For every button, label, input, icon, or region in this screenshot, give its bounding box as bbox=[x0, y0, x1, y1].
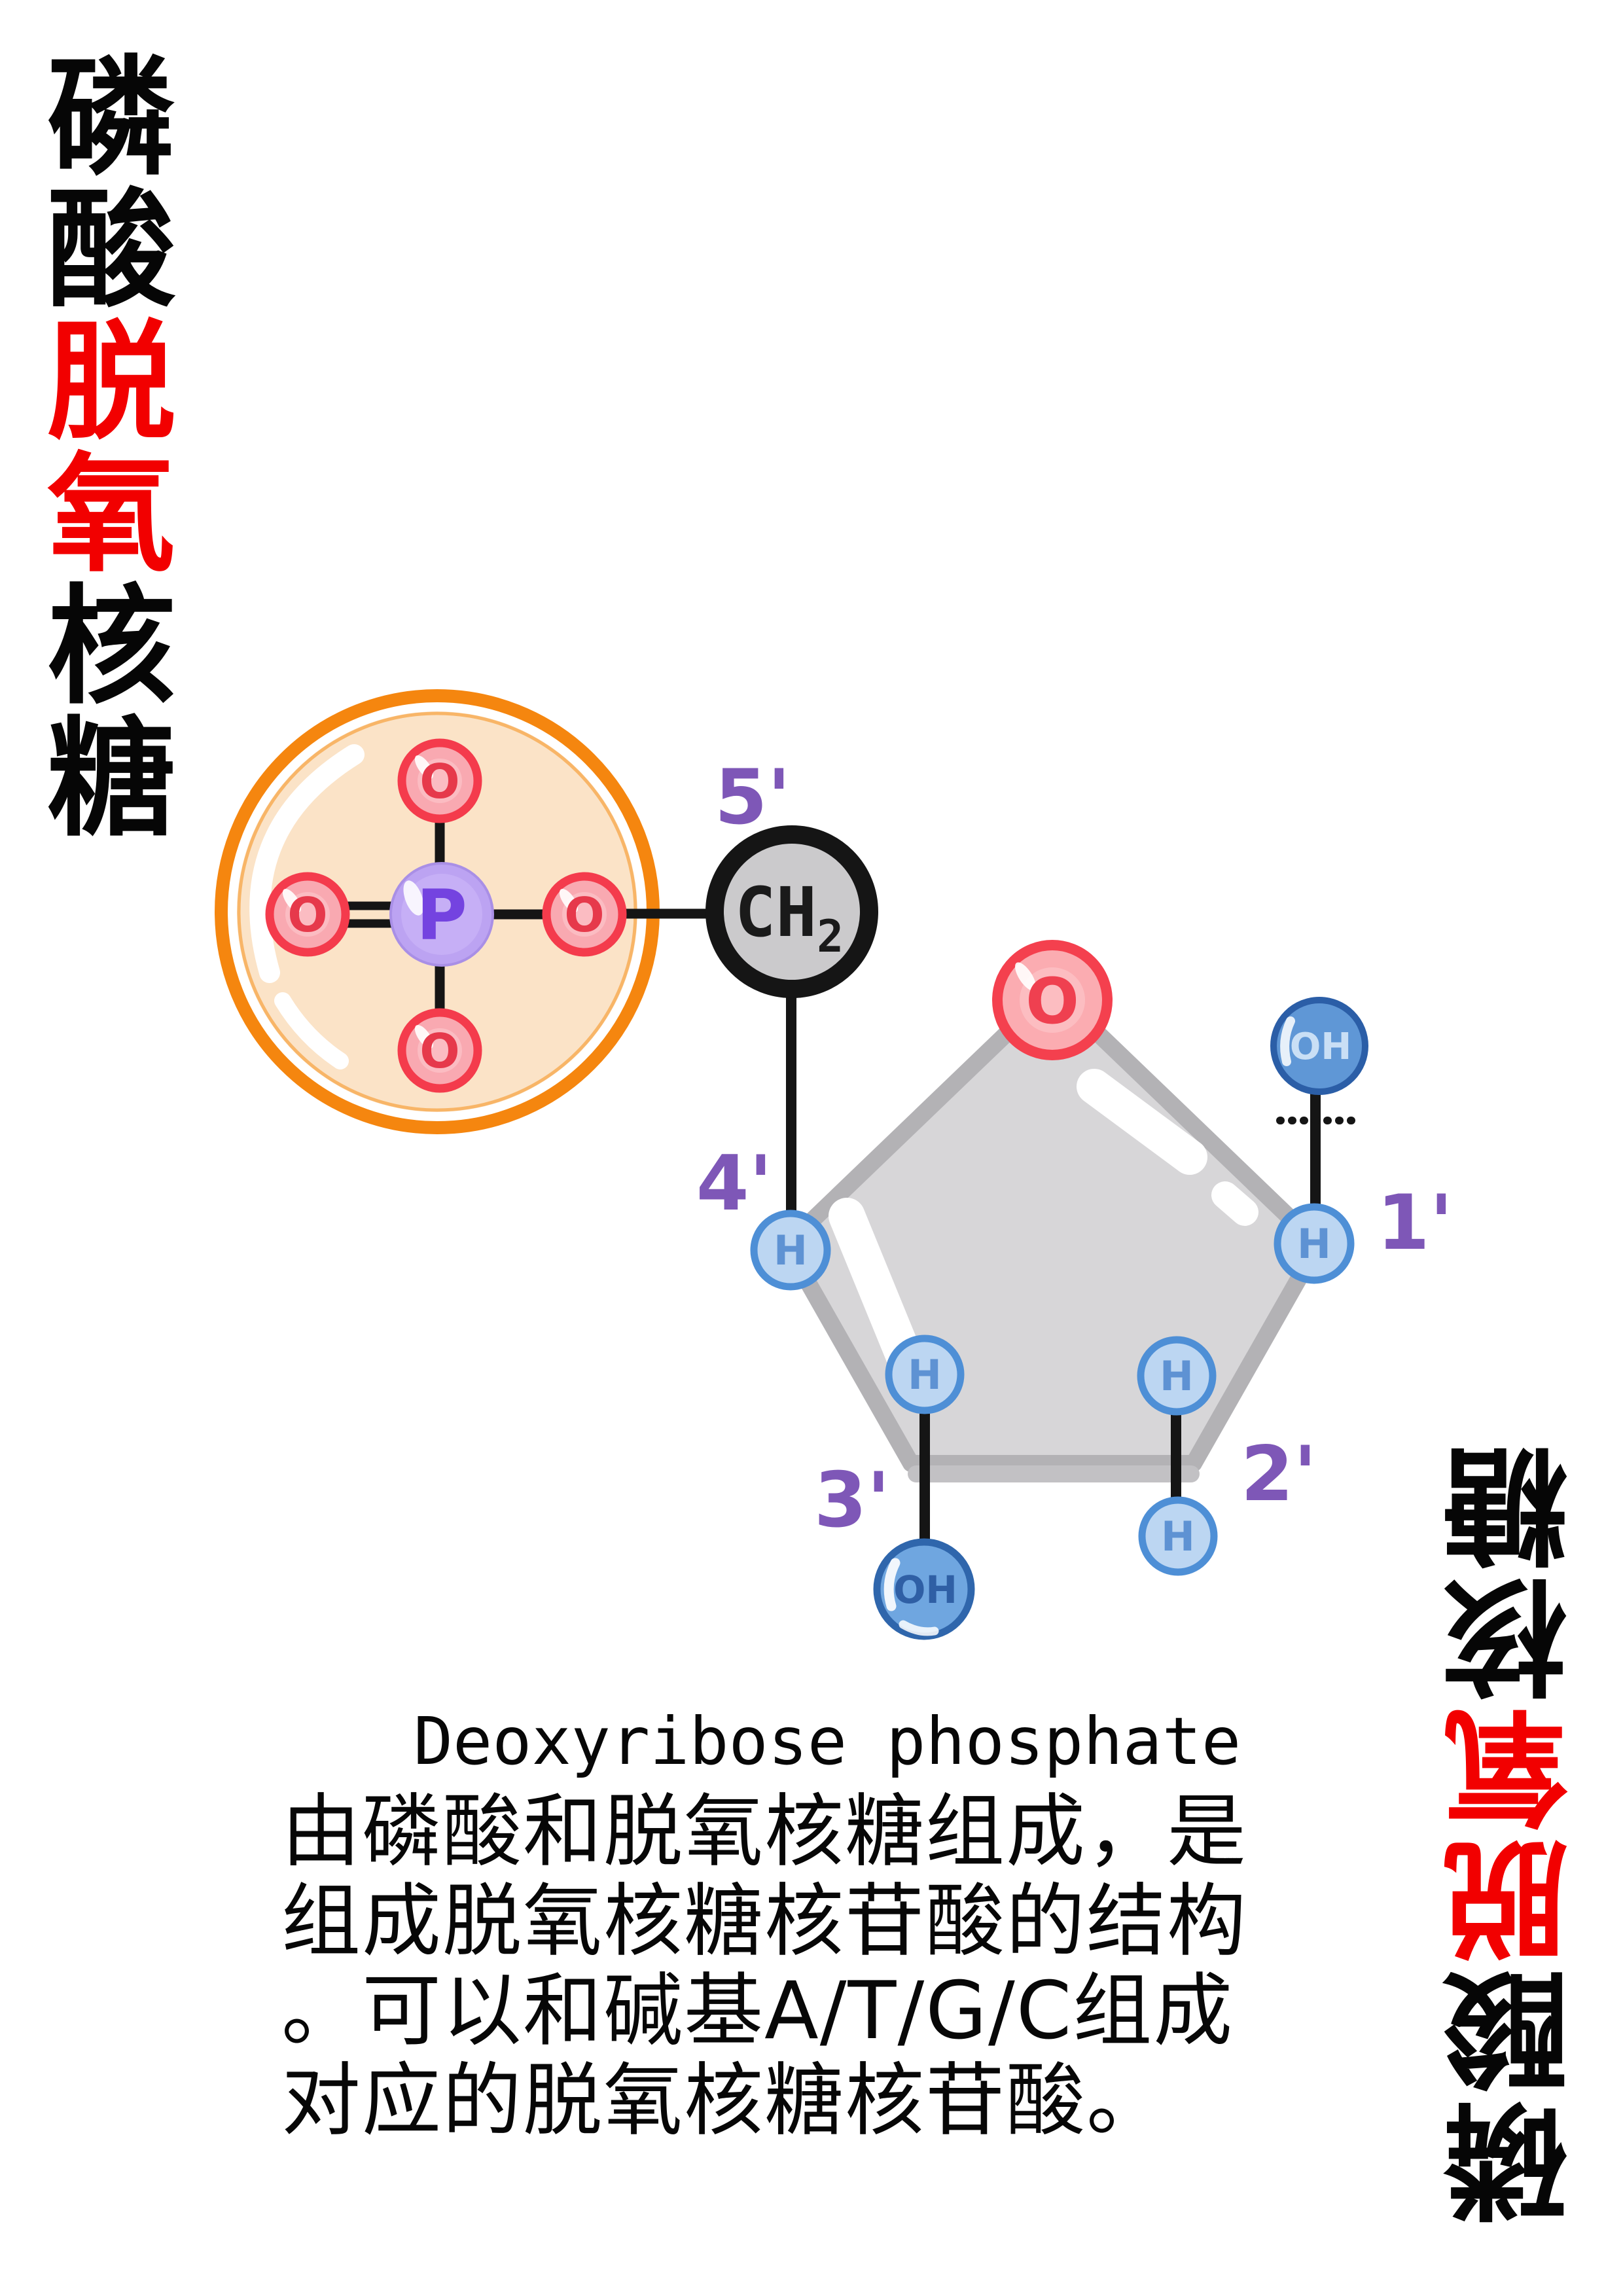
oxygen-highlight bbox=[559, 889, 579, 912]
hydroxyl-top-right: OH bbox=[1270, 997, 1368, 1095]
hydroxyl-circle bbox=[873, 1538, 975, 1640]
hydrogen-c4: H bbox=[750, 1210, 831, 1291]
vertical-title-left: 磷 酸 脱 氧 核 糖 bbox=[45, 52, 178, 846]
caption-line: 对应的脱氧核糖核苷酸。 bbox=[281, 2054, 1168, 2147]
hydrogen-label: H bbox=[908, 1351, 942, 1399]
caption-title: Deoxyribose phosphate bbox=[413, 1703, 1241, 1780]
caption-line: 组成脱氧核糖核苷酸的结构 bbox=[281, 1875, 1248, 1967]
hydrogen-c2: H bbox=[1137, 1336, 1217, 1416]
ring-oxygen-label: O bbox=[1026, 965, 1079, 1038]
phosphorus-inner bbox=[401, 874, 482, 955]
hydroxyl-highlight bbox=[883, 1558, 901, 1611]
hydrogen-label: H bbox=[774, 1227, 808, 1274]
bubble-highlight-long bbox=[249, 744, 365, 983]
oxygen-highlight bbox=[414, 755, 434, 779]
hydrogen-circle bbox=[885, 1335, 965, 1414]
carbon-3-label: 3' bbox=[814, 1456, 890, 1545]
hydroxyl-label: OH bbox=[1290, 1026, 1351, 1068]
caption-line: 。可以和碱基A/T/G/C组成 bbox=[281, 1965, 1234, 2057]
hydrogen-circle bbox=[1138, 1496, 1218, 1576]
hydrogen-label: H bbox=[1160, 1352, 1194, 1400]
hydrogen-c3: H bbox=[885, 1335, 965, 1414]
phosphorus-label: P bbox=[416, 875, 467, 956]
hydrogen-label: H bbox=[1161, 1513, 1195, 1560]
hydroxyl-highlight-2 bbox=[899, 1620, 939, 1636]
carbon-2-label: 2' bbox=[1241, 1430, 1317, 1518]
methylene-text: CH bbox=[735, 872, 817, 952]
methylene-label: CH2 bbox=[735, 872, 844, 963]
hydroxyl-circle bbox=[1270, 997, 1368, 1095]
phosphate-oxygen-left: O bbox=[265, 872, 350, 957]
vertical-char: 氧 bbox=[46, 440, 175, 590]
vertical-char: 糖 bbox=[46, 705, 175, 854]
vertical-char: 核 bbox=[46, 573, 175, 722]
caption-block: Deoxyribose phosphate 由磷酸和脱氧核糖组成，是 组成脱氧核… bbox=[281, 1703, 1373, 2147]
carbon-4-label: 4' bbox=[696, 1139, 772, 1228]
oxygen-label: O bbox=[419, 1024, 459, 1079]
bubble-highlight-short bbox=[274, 992, 349, 1069]
hydrogen-label: H bbox=[1297, 1220, 1331, 1268]
methylene-group: CH2 bbox=[705, 825, 878, 998]
bonds bbox=[346, 819, 1366, 1545]
hydrogen-circle bbox=[1274, 1203, 1355, 1284]
ring-oxygen-atom: O bbox=[992, 940, 1113, 1060]
oxygen-label: O bbox=[564, 888, 604, 942]
carbon-position-labels: 5' 4' 1' 2' 3' bbox=[696, 753, 1453, 1545]
hydrogen-c1: H bbox=[1274, 1203, 1355, 1284]
hydrogen-circle bbox=[1137, 1336, 1217, 1416]
oxygen-label: O bbox=[287, 888, 327, 942]
ring-oxygen-highlight bbox=[1015, 962, 1036, 991]
sugar-ring-pentagon bbox=[778, 981, 1327, 1482]
phosphorus-highlight bbox=[403, 880, 424, 916]
phosphate-oxygen-top: O bbox=[397, 738, 482, 823]
vertical-char: 脱 bbox=[46, 308, 175, 457]
carbon-5-label: 5' bbox=[715, 753, 791, 842]
oxygen-label: O bbox=[419, 754, 459, 809]
pentagon-highlight-topright bbox=[1077, 1069, 1207, 1175]
caption-line: 由磷酸和脱氧核糖组成，是 bbox=[281, 1785, 1248, 1878]
pentagon-highlight-blob bbox=[1211, 1181, 1258, 1226]
oxygen-highlight bbox=[282, 889, 302, 912]
hydroxyl-label: OH bbox=[893, 1568, 957, 1612]
vertical-char: 酸 bbox=[46, 176, 175, 325]
phosphate-oxygen-bottom: O bbox=[397, 1008, 482, 1093]
carbon-1-label: 1' bbox=[1377, 1179, 1453, 1267]
oxygen-highlight bbox=[414, 1025, 434, 1049]
methylene-circle bbox=[705, 825, 878, 998]
vertical-char: 磷 bbox=[46, 44, 175, 193]
phosphorus-atom: P bbox=[389, 862, 494, 967]
phosphate-oxygen-right: O bbox=[542, 872, 627, 957]
ring-oxygen-inner bbox=[1020, 967, 1085, 1033]
hydroxyl-bottom: OH bbox=[873, 1538, 975, 1640]
hydrogen-below-c2: H bbox=[1138, 1496, 1218, 1576]
hydroxyl-highlight bbox=[1280, 1016, 1295, 1066]
hydrogen-circle bbox=[750, 1210, 831, 1291]
methylene-subscript: 2 bbox=[817, 911, 844, 963]
